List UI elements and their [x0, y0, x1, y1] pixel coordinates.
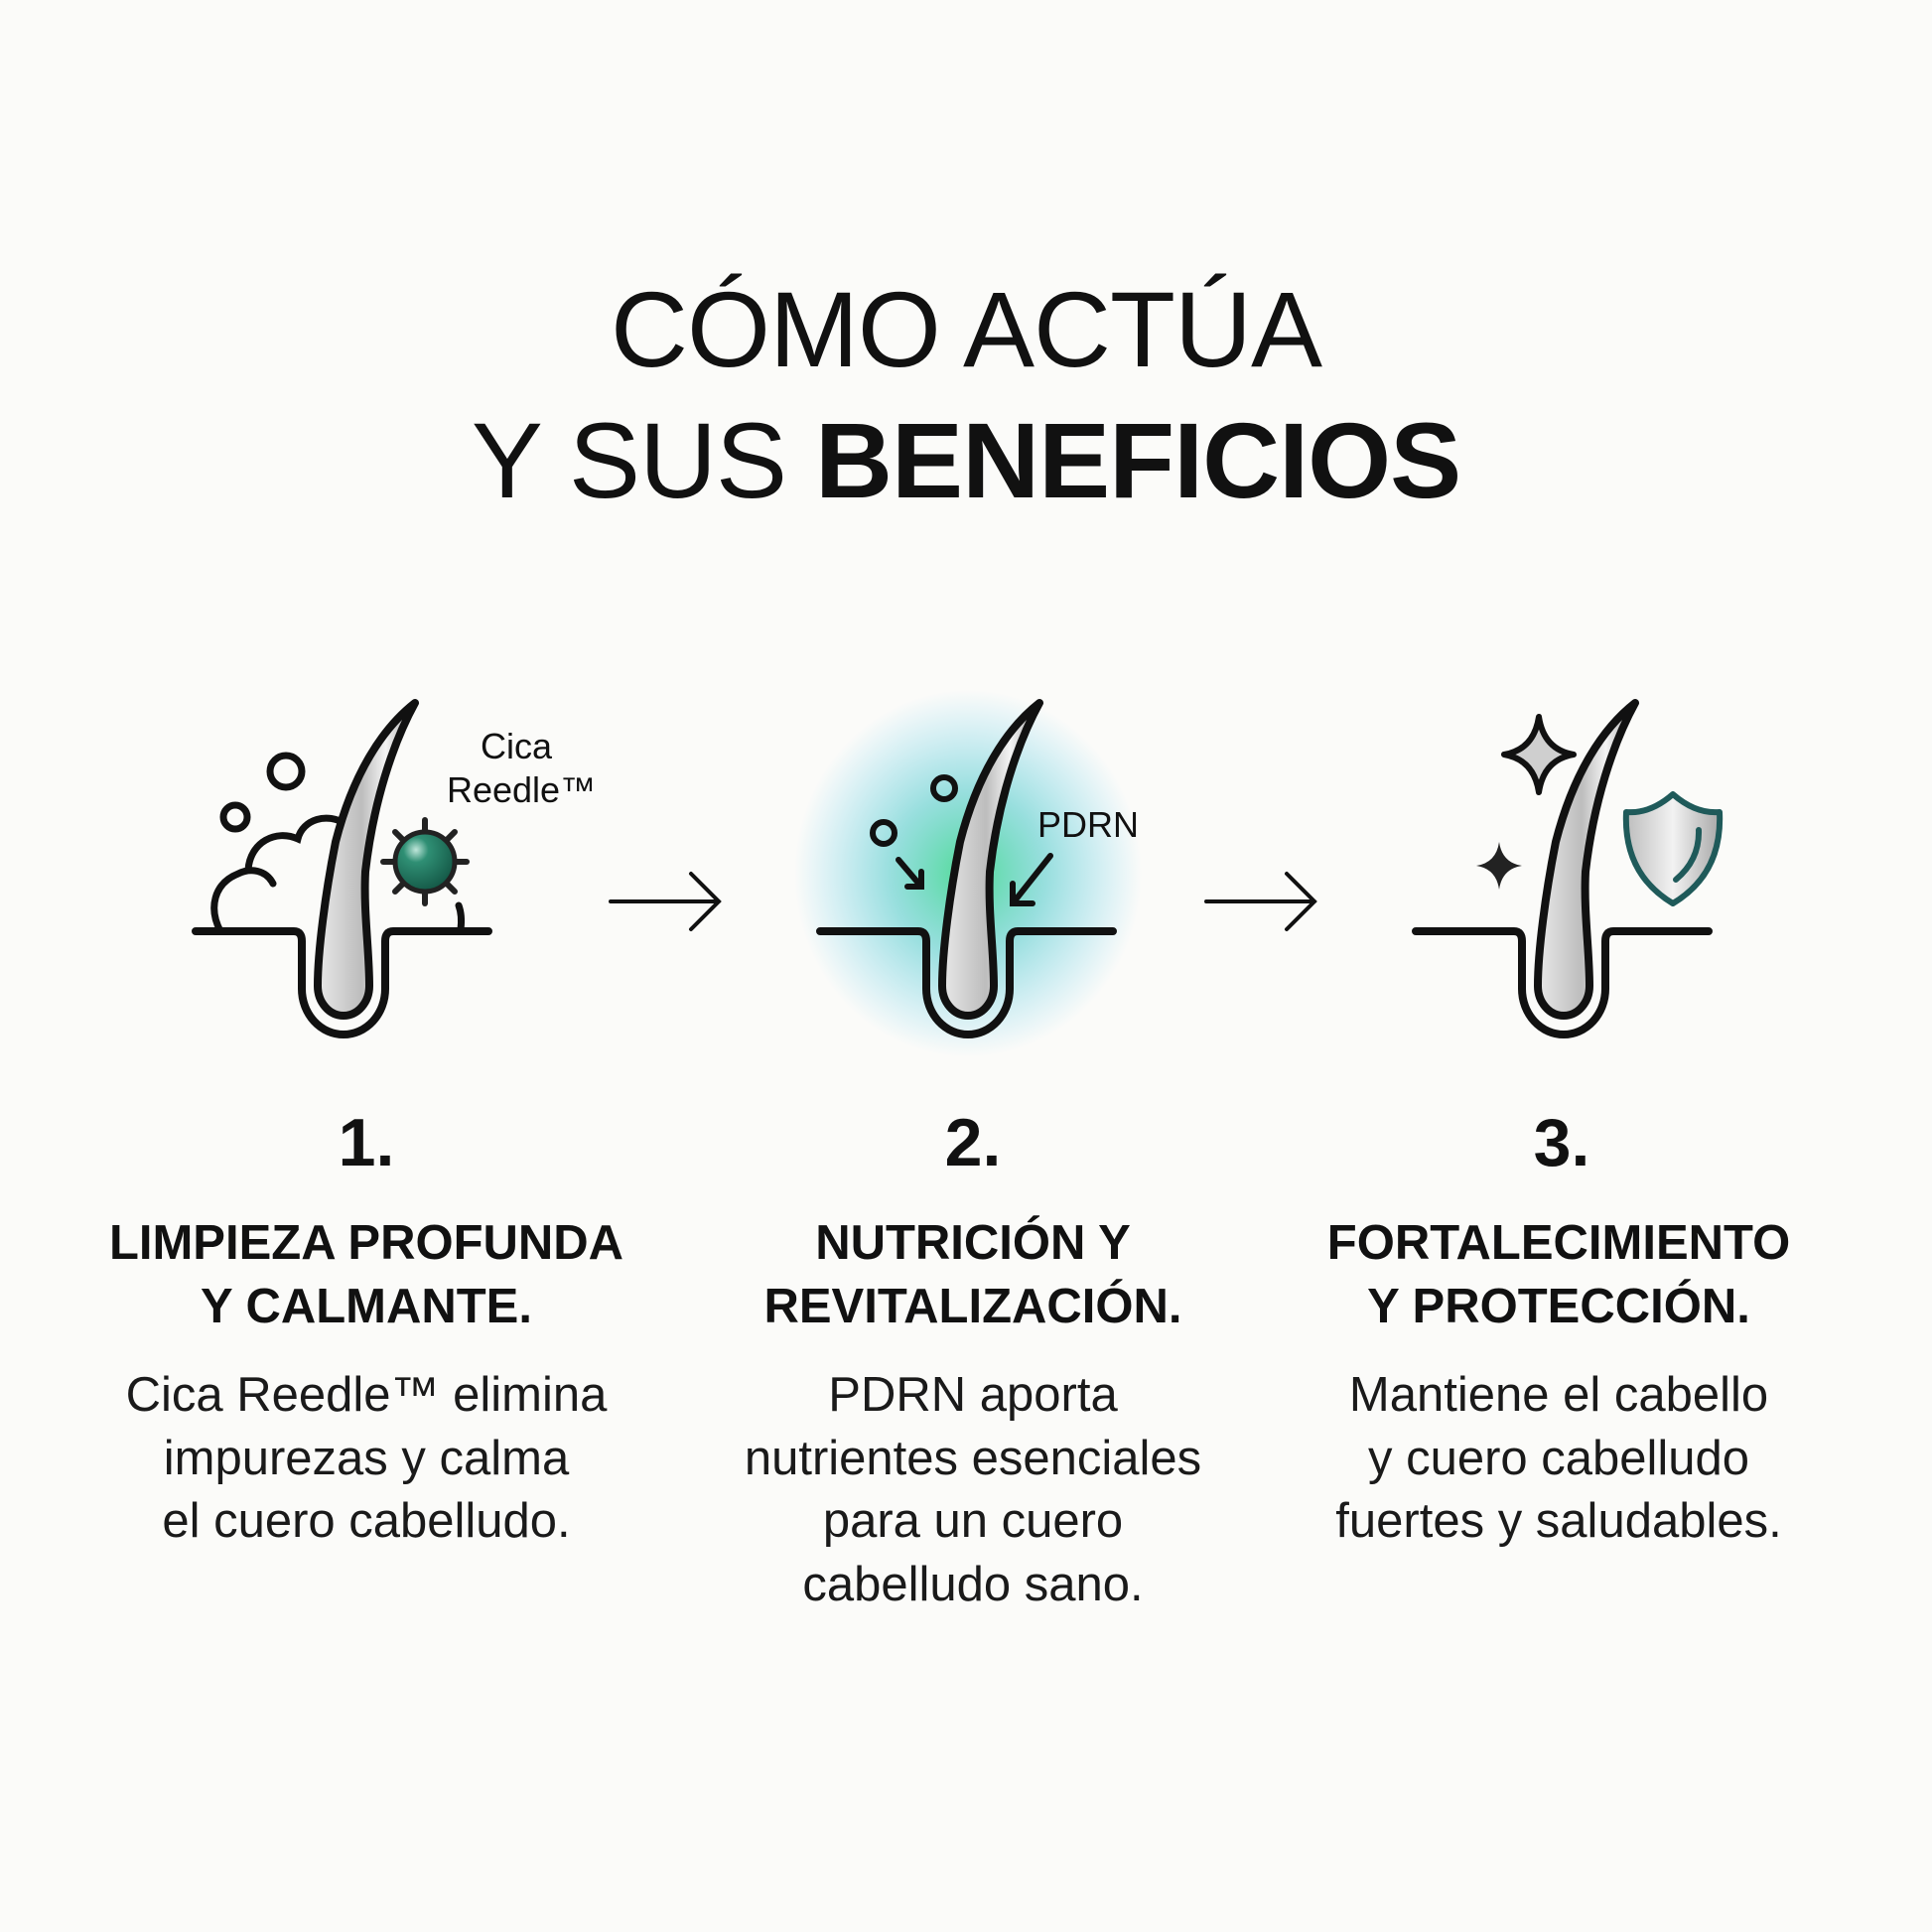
- heading-line: REVITALIZACIÓN.: [763, 1280, 1182, 1333]
- heading-line: LIMPIEZA PROFUNDA: [108, 1216, 624, 1270]
- body-line: cabelludo sano.: [802, 1557, 1144, 1611]
- heading-line: Y CALMANTE.: [201, 1280, 532, 1333]
- icon-label-cica: Cica: [481, 726, 553, 766]
- arrow-right-icon: [609, 872, 722, 931]
- body-line: nutrientes esenciales: [744, 1431, 1202, 1485]
- step-3-description: Mantiene el cabello y cuero cabelludo fu…: [1251, 1364, 1866, 1554]
- nutrition-icon: PDRN: [794, 690, 1142, 1057]
- step-2-number: 2.: [944, 1105, 1002, 1180]
- step-1-heading: LIMPIEZA PROFUNDA Y CALMANTE.: [59, 1211, 674, 1338]
- cleansing-icon: Cica Reedle™: [196, 703, 596, 1035]
- body-line: impurezas y calma: [163, 1431, 570, 1485]
- foam-cloud-icon: [210, 752, 466, 935]
- step-1-description: Cica Reedle™ elimina impurezas y calma e…: [59, 1364, 674, 1554]
- sparkle-icon: [1501, 714, 1577, 795]
- heading-line: NUTRICIÓN Y: [815, 1216, 1131, 1270]
- icon-label-reedle: Reedle™: [447, 769, 596, 810]
- step-3-heading: FORTALECIMIENTO Y PROTECCIÓN.: [1251, 1211, 1866, 1338]
- step-1-number: 1.: [338, 1105, 395, 1180]
- shield-icon: [1622, 791, 1724, 906]
- body-line: el cuero cabelludo.: [162, 1494, 571, 1548]
- icon-label-pdrn: PDRN: [1037, 804, 1139, 845]
- title-line-2: Y SUS BENEFICIOS: [0, 407, 1932, 514]
- step-2-description: PDRN aporta nutrientes esenciales para u…: [665, 1364, 1281, 1616]
- step-3-number: 3.: [1533, 1105, 1590, 1180]
- arrow-right-icon: [1204, 872, 1317, 931]
- title-bold: BENEFICIOS: [815, 400, 1461, 520]
- title-line-1: CÓMO ACTÚA: [610, 269, 1322, 389]
- nutrient-particles-icon: [870, 774, 1053, 906]
- body-line: Cica Reedle™ elimina: [125, 1368, 608, 1422]
- title-regular: Y SUS: [471, 400, 816, 520]
- heading-line: FORTALECIMIENTO: [1326, 1216, 1791, 1270]
- body-line: para un cuero: [822, 1494, 1124, 1548]
- sparkle-small-icon: [1476, 842, 1522, 890]
- protection-icon: [1416, 703, 1724, 1035]
- body-line: fuertes y saludables.: [1335, 1494, 1782, 1548]
- step-2-heading: NUTRICIÓN Y REVITALIZACIÓN.: [665, 1211, 1281, 1338]
- body-line: y cuero cabelludo: [1367, 1431, 1750, 1485]
- body-line: PDRN aporta: [828, 1368, 1118, 1422]
- body-line: Mantiene el cabello: [1348, 1368, 1769, 1422]
- heading-line: Y PROTECCIÓN.: [1367, 1280, 1750, 1333]
- cica-reedle-ball-icon: [380, 817, 470, 906]
